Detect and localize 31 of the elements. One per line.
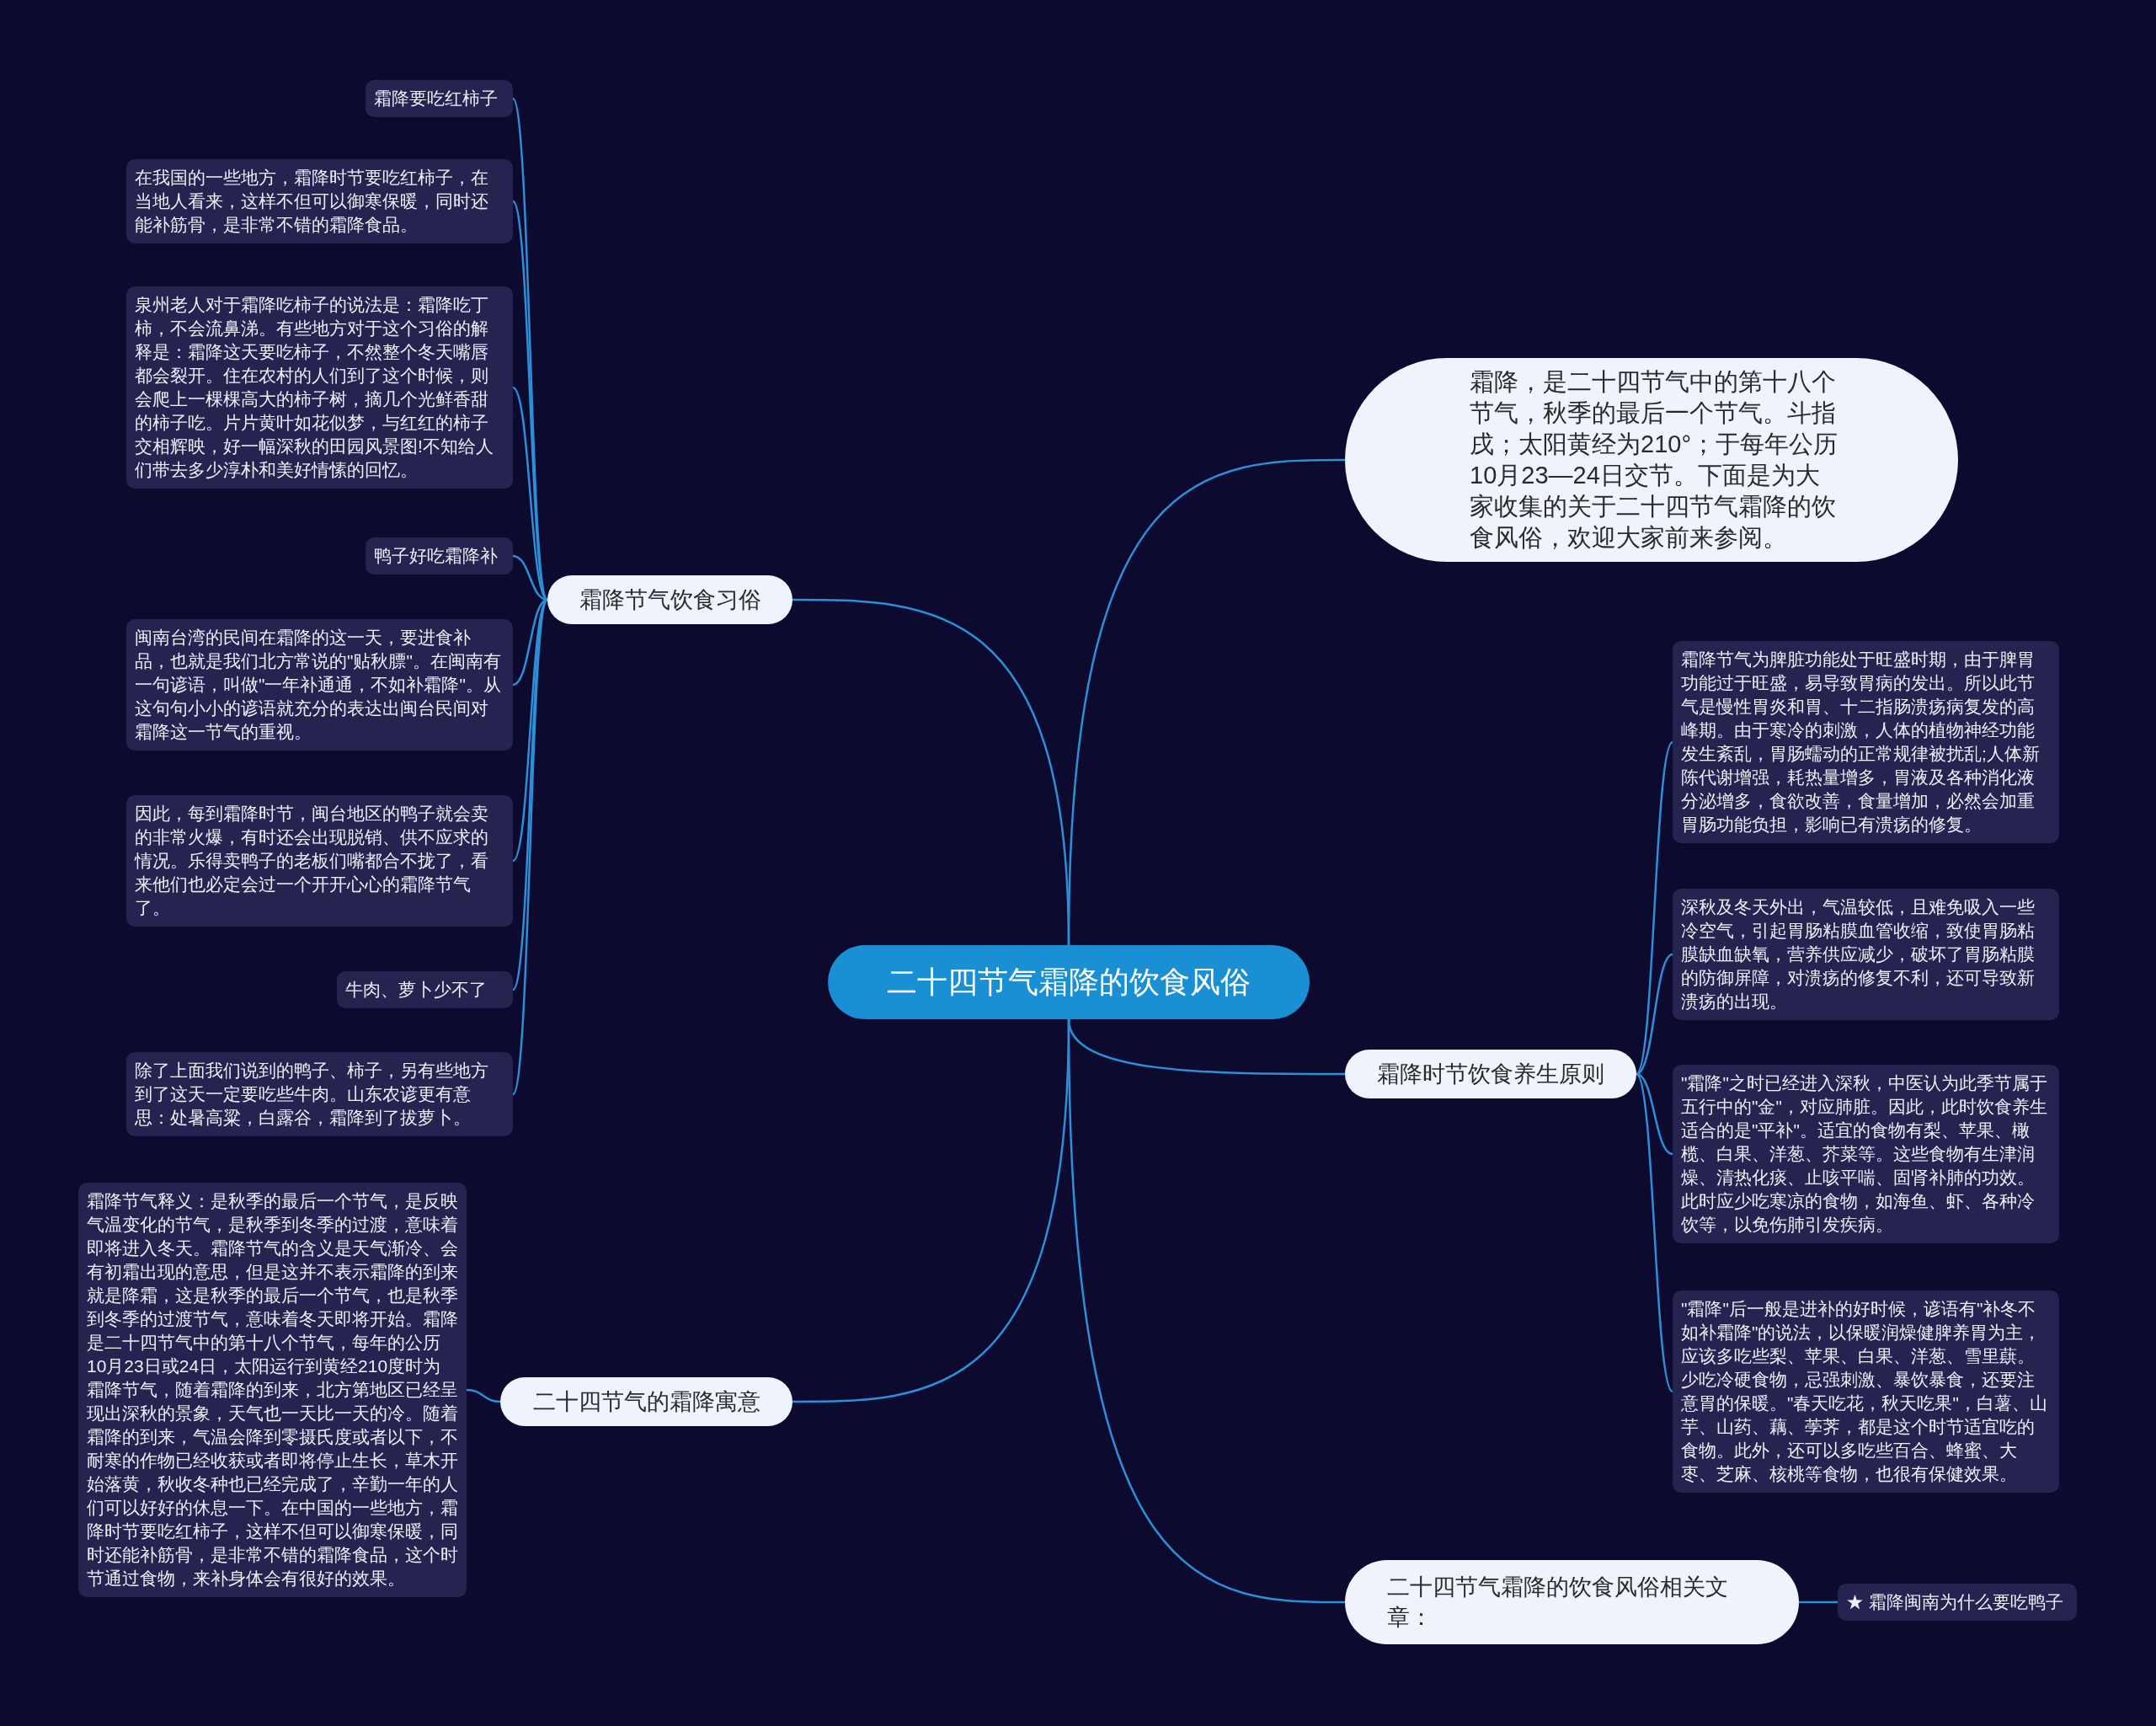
text-note: 霜降节气释义：是秋季的最后一个节气，是反映气温变化的节气，是秋季到冬季的过渡，意味着即将进入冬天。霜降节气的含义是天气渐冷、会有初霜出现的意思，但是这并不表示霜降的到来就是降霜，这是秋季的最后一个节气，也是秋季到冬季的过渡节气，意味着冬天即将开始。霜降是二十四节气中的第十八个节气，每年的公历10月23日或24日，太阳运行到黄经210度时为霜降节气，随着霜降的到来，北方第地区已经呈现出深秋的景象，天气也一天比一天的冷。随着霜降的到来，气温会降到零摄氏度或者以下，不耐寒的作物已经收获或者即将停止生长，草木开始落黄，秋收冬种也已经完成了，辛勤一年的人们可以好好的休息一下。在中国的一些地方，霜降时节要吃红柿子，这样不但可以御寒保暖，同时还能补筋骨，是非常不错的霜降食品，这个时节通过食物，来补身体会有很好的效果。: [78, 1183, 467, 1597]
branch-topic: 霜降节气饮食习俗: [547, 575, 792, 624]
branch-topic: 二十四节气的霜降寓意: [500, 1377, 792, 1426]
text-note: "霜降"后一般是进补的好时候，谚语有"补冬不如补霜降"的说法，以保暖润燥健脾养胃为主，应该多吃些梨、苹果、白果、洋葱、雪里蕻。少吃冷硬食物，忌强刺激、暴饮暴食，还要注意胃的保暖。"春天吃花，秋天吃果"，白薯、山芋、山药、藕、荸荠，都是这个时节适宜吃的食物。此外，还可以多吃些百合、蜂蜜、大枣、芝麻、核桃等食物，也很有保健效果。: [1673, 1290, 2059, 1493]
connector-line: [792, 598, 1070, 946]
connector-line: [1636, 1072, 1673, 1156]
connector-line: [511, 98, 549, 601]
text-note: 除了上面我们说到的鸭子、柿子，另有些地方到了这天一定要吃些牛肉。山东农谚更有意思：处暑高粱，白露谷，霜降到了拔萝卜。: [126, 1052, 513, 1136]
connector-line: [466, 1388, 501, 1403]
connector-line: [511, 599, 549, 1095]
text-note: 因此，每到霜降时节，闽台地区的鸭子就会卖的非常火爆，有时还会出现脱销、供不应求的情况。乐得卖鸭子的老板们嘴都合不拢了，看来他们也必定会过一个开开心心的霜降节气了。: [126, 795, 513, 927]
text-note: 泉州老人对于霜降吃柿子的说法是：霜降吃丁柿，不会流鼻涕。有些地方对于这个习俗的解释是：霜降这天要吃柿子，不然整个冬天嘴唇都会裂开。住在农村的人们到了这个时候，则会爬上一棵棵高大的柿子树，摘几个光鲜香甜的柿子吃。片片黄叶如花似梦，与红红的柿子交相辉映，好一幅深秋的田园风景图!不知给人们带去多少淳朴和美好情愫的回忆。: [126, 286, 513, 489]
connector-line: [511, 599, 549, 991]
connector-line: [1635, 1073, 1674, 1392]
text-note: "霜降"之时已经进入深秋，中医认为此季节属于五行中的"金"，对应肺脏。因此，此时饮食养生适合的是"平补"。适宜的食物有梨、苹果、橄榄、白果、洋葱、芥菜等。这些食物有生津润燥、清热化痰、止咳平喘、固肾补肺的功效。此时应少吃寒凉的食物，如海鱼、虾、各种冷饮等，以免伤肺引发疾病。: [1673, 1065, 2059, 1243]
text-note: 霜降节气为脾脏功能处于旺盛时期，由于脾胃功能过于旺盛，易导致胃病的发出。所以此节气是慢性胃炎和胃、十二指肠溃疡病复发的高峰期。由于寒冷的刺激，人体的植物神经功能发生紊乱，胃肠蠕动的正常规律被扰乱;人体新陈代谢增强，耗热量增多，胃液及各种消化液分泌增多，食欲改善，食量增加，必然会加重胃肠功能负担，影响已有溃疡的修复。: [1673, 641, 2059, 843]
connector-line: [1636, 953, 1673, 1076]
text-note: 霜降要吃红柿子: [366, 80, 513, 117]
intro-bubble: 霜降，是二十四节气中的第十八个节气，秋季的最后一个节气。斗指戌；太阳黄经为210°；于每年公历10月23—24日交节。下面是为大家收集的关于二十四节气霜降的饮食风俗，欢迎大家前来参阅。: [1345, 358, 1958, 562]
text-note: 深秋及冬天外出，气温较低，且难免吸入一些冷空气，引起胃肠粘膜血管收缩，致使胃肠粘膜缺血缺氧，营养供应减少，破坏了胃肠粘膜的防御屏障，对溃疡的修复不利，还可导致新溃疡的出现。: [1673, 889, 2059, 1020]
text-note: 牛肉、萝卜少不了: [337, 971, 513, 1008]
text-note: 鸭子好吃霜降补: [366, 537, 513, 574]
text-note: 闽南台湾的民间在霜降的这一天，要进食补品，也就是我们北方常说的"贴秋膘"。在闽南有一句谚语，叫做"一年补通通，不如补霜降"。从这句句小小的谚语就充分的表达出闽台民间对霜降这一节气的重视。: [126, 619, 513, 751]
text-note: ★ 霜降闽南为什么要吃鸭子: [1838, 1584, 2077, 1621]
branch-topic: 霜降时节饮食养生原则: [1345, 1050, 1636, 1098]
connector-line: [1799, 1600, 1838, 1604]
branch-topic: 二十四节气霜降的饮食风俗相关文章：: [1345, 1560, 1799, 1644]
connector-line: [1067, 1018, 1345, 1604]
text-note: 在我国的一些地方，霜降时节要吃红柿子，在当地人看来，这样不但可以御寒保暖，同时还能补筋骨，是非常不错的霜降食品。: [126, 159, 513, 243]
central-topic: 二十四节气霜降的饮食风俗: [828, 945, 1310, 1019]
connector-line: [511, 200, 549, 601]
